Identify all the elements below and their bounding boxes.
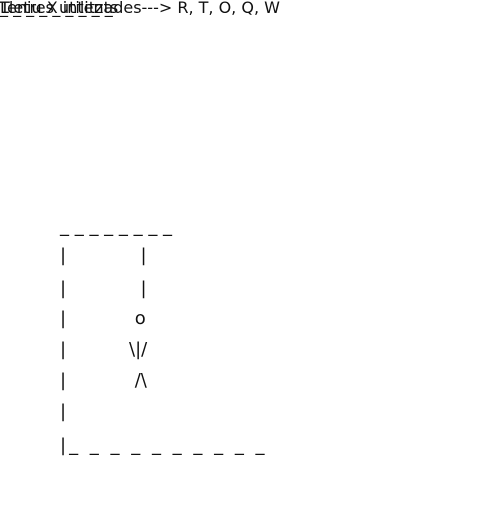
- attempts-label: Teniu X intents: [0, 0, 119, 17]
- used-letters-label: Lletres utilitzades---> R, T, O, Q, W: [0, 0, 280, 17]
- gallows-rope-lower: | |: [60, 278, 147, 299]
- hangman-legs: | /\: [60, 370, 147, 391]
- gallows-post: |: [60, 401, 67, 422]
- gallows-base: |_ _ _ _ _ _ _ _ _ _: [60, 435, 268, 456]
- word-blanks: _ _ _ _ _ _ _ _ _: [0, 0, 113, 17]
- gallows-top-beam: _ _ _ _ _ _ _ _: [60, 216, 173, 237]
- hangman-body: | \|/: [60, 339, 148, 360]
- hangman-head: | o: [60, 308, 146, 329]
- gallows-rope-upper: | |: [60, 245, 147, 266]
